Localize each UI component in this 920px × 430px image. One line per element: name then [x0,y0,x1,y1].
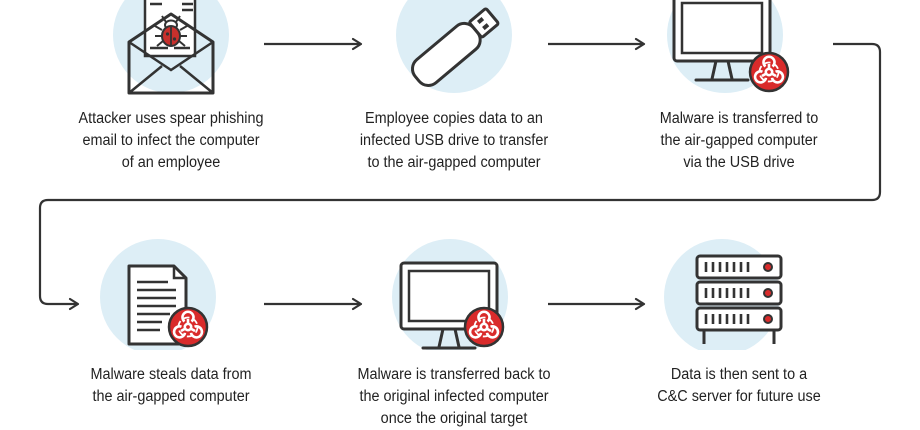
arrow-4-to-5 [264,297,363,311]
caption-line: of an employee [121,154,221,171]
caption-line: Attacker uses spear phishing [78,110,264,127]
caption-line: once the original target [380,410,528,427]
step-3-caption: Malware is transferred to the air-gapped… [627,108,850,174]
step-6-caption: Data is then sent to a C&C server for fu… [627,364,850,408]
step-4-caption: Malware steals data from the air-gapped … [59,364,282,408]
envelope-bug-icon [127,0,215,95]
caption-line: Malware is transferred to [659,110,819,127]
caption-line: Employee copies data to an [365,110,543,127]
caption-line: Data is then sent to a [670,366,808,383]
caption-line: email to infect the computer [82,132,260,149]
caption-line: the original infected computer [359,388,549,405]
arrow-3-to-4-connector [38,42,882,311]
caption-line: via the USB drive [683,154,795,171]
caption-line: infected USB drive to transfer [359,132,549,149]
biohazard-icon [465,308,503,346]
arrow-5-to-6 [548,297,646,311]
step-5-caption: Malware is transferred back to the origi… [342,364,565,430]
caption-line: to the air-gapped computer [367,154,541,171]
caption-line: Malware is transferred back to [357,366,551,383]
step-2-caption: Employee copies data to an infected USB … [342,108,565,174]
caption-line: C&C server for future use [657,388,821,405]
server-rack-icon [695,254,783,344]
caption-line: the air-gapped computer [92,388,250,405]
arrow-1-to-2 [264,37,363,51]
biohazard-icon [169,308,207,346]
caption-line: the air-gapped computer [660,132,818,149]
step-1-caption: Attacker uses spear phishing email to in… [59,108,282,174]
bug-icon [154,15,188,47]
caption-line: Malware steals data from [90,366,252,383]
biohazard-icon [750,53,788,91]
arrow-2-to-3 [548,37,646,51]
document-biohazard-icon [127,264,207,346]
usb-drive-icon [410,7,500,87]
